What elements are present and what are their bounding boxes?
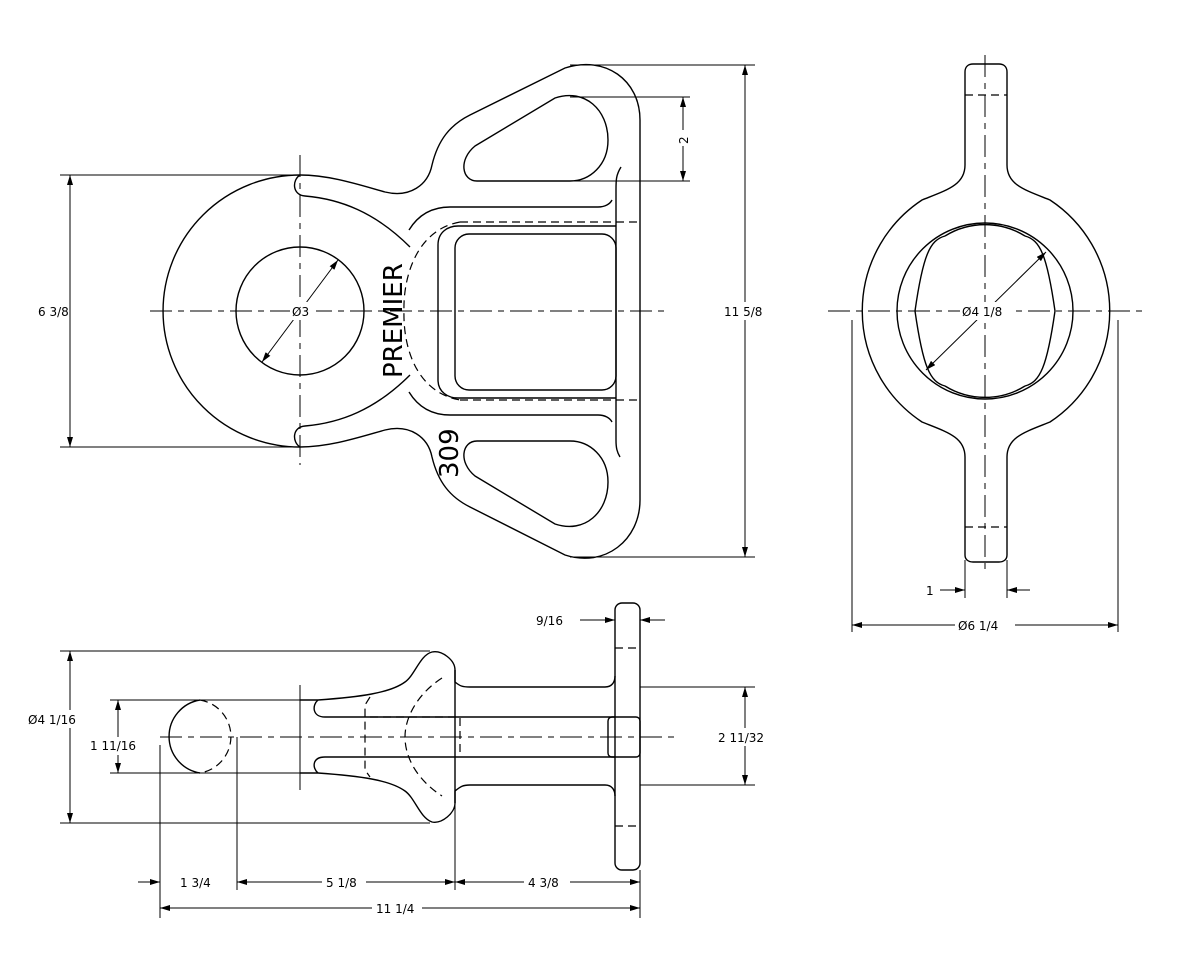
upper-rib — [408, 199, 613, 231]
front-view: PREMIER 309 6 3/8 Ø3 11 5/8 2 — [36, 63, 768, 559]
dim-overall-height-label: 11 5/8 — [724, 305, 762, 319]
dim-stem-height-label: 2 11/32 — [718, 731, 764, 745]
dim-stem-label: 4 3/8 — [528, 876, 559, 890]
dim-outer-dia-label: Ø6 1/4 — [958, 619, 998, 633]
ring-slot-top — [293, 174, 411, 248]
top-view: Ø4 1/16 1 11/16 2 11/32 9/16 1 3/4 5 1/8… — [26, 602, 780, 918]
ext-lines-stem-height — [640, 686, 755, 786]
dim-ring-label: 1 3/4 — [180, 876, 211, 890]
dim-height-label: 6 3/8 — [38, 305, 69, 319]
ext-lines-lug — [964, 560, 1008, 598]
dim-flange-thickness-label: 9/16 — [536, 614, 563, 628]
hidden-lug-ends — [965, 94, 1007, 528]
dim-hole-label: Ø3 — [292, 305, 309, 319]
ring-lines — [110, 699, 300, 774]
ring-section-hidden — [199, 699, 232, 774]
ring-slot-bottom — [293, 374, 411, 448]
inner-web-line — [615, 166, 622, 458]
top-triangle-slot — [463, 94, 609, 182]
ext-lines-slot — [570, 96, 690, 182]
front-outline — [162, 63, 641, 559]
part-number-marking: 309 — [435, 428, 465, 478]
dim-shank-label: 5 1/8 — [326, 876, 357, 890]
dim-inner-dia-label: Ø4 1/8 — [962, 305, 1002, 319]
ext-lines-outer-dia-top — [60, 650, 430, 824]
side-outline — [861, 63, 1111, 563]
ext-lines-overall — [570, 64, 755, 558]
bottom-triangle-slot — [463, 440, 609, 528]
lower-rib — [408, 391, 613, 423]
ext-lines-outer-dia — [851, 320, 1119, 632]
top-shank-outline — [300, 651, 616, 823]
ext-lines-lengths — [159, 737, 641, 918]
dim-slot-label: 2 — [677, 136, 691, 144]
hidden-flange-ends — [615, 647, 640, 827]
dim-outer-dia-top-label: Ø4 1/16 — [28, 713, 76, 727]
dim-ring-dia-label: 1 11/16 — [90, 739, 136, 753]
side-view: Ø4 1/8 1 Ø6 1/4 — [828, 55, 1145, 634]
inner-stem-lines — [313, 699, 615, 774]
dim-lug-width-label: 1 — [926, 584, 934, 598]
premier-marking: PREMIER — [379, 263, 409, 378]
dim-overall-length-label: 11 1/4 — [376, 902, 414, 916]
web-inner-rect — [454, 233, 617, 391]
ext-lines-height — [60, 174, 300, 448]
web-outer-rect — [437, 225, 616, 399]
